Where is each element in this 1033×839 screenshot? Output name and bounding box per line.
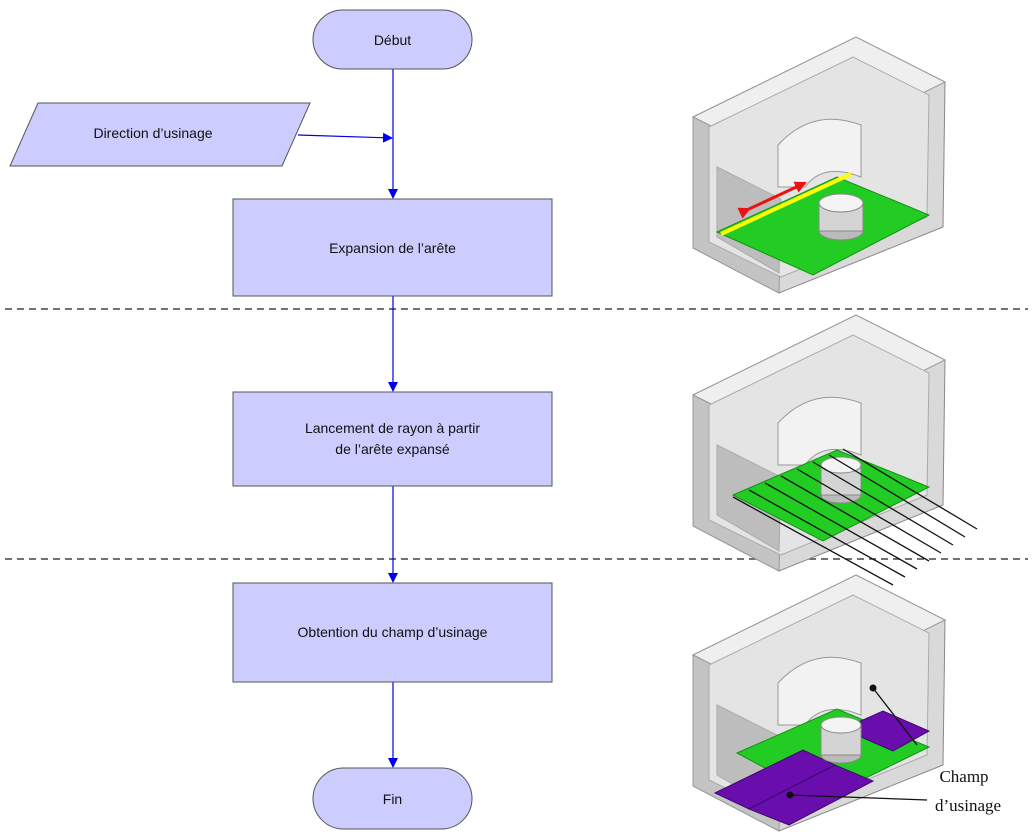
red-double-arrow (737, 181, 807, 219)
annotation-line1: Champ (939, 767, 988, 786)
end-node: Fin (312, 767, 473, 830)
flow-connectors (297, 69, 398, 768)
start-label: Début (374, 32, 411, 48)
purple-field-front (747, 764, 875, 826)
connector-input-main (297, 132, 393, 143)
step2-label-line2: de l’arête expansé (335, 441, 450, 457)
part-illustration-ray-casting (691, 314, 978, 586)
process-step-3: Obtention du champ d’usinage (232, 582, 553, 683)
process-step-2: Lancement de rayon à partir de l’arête e… (232, 391, 553, 487)
end-label: Fin (383, 791, 402, 807)
start-node: Début (312, 9, 473, 70)
input-label: Direction d’usinage (93, 125, 212, 141)
purple-field-right (841, 710, 931, 752)
part-illustration-edge-expansion (691, 36, 947, 294)
pointer-line-1 (872, 687, 918, 746)
step3-label: Obtention du champ d’usinage (298, 624, 488, 640)
part-illustration-machining-field (691, 574, 947, 832)
process-step-1: Expansion de l’arête (232, 198, 553, 297)
pointer-line-2 (789, 794, 928, 801)
ray-lines (732, 448, 978, 586)
annotation-line2: d’usinage (935, 796, 1001, 815)
step2-label-line1: Lancement de rayon à partir (305, 420, 480, 436)
input-node: Direction d’usinage (9, 102, 311, 167)
step1-label: Expansion de l’arête (329, 240, 456, 256)
